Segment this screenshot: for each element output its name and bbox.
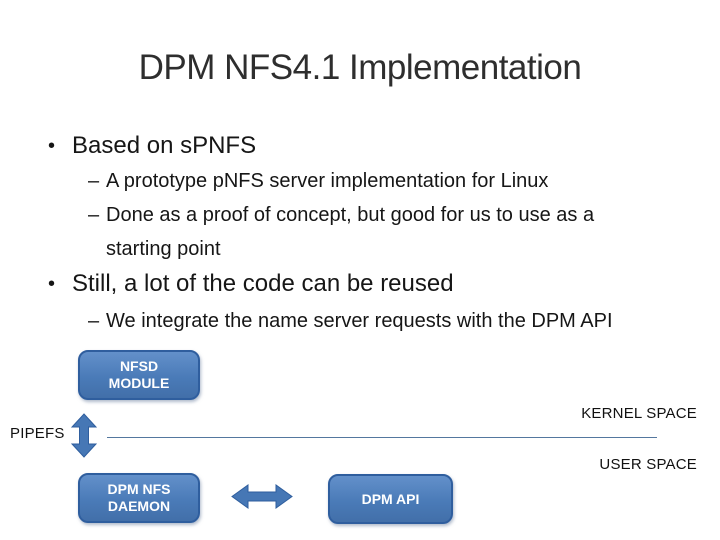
kernel-space-label: KERNEL SPACE (581, 405, 697, 422)
bullet-item: • Still, a lot of the code can be reused (48, 268, 454, 300)
bullet-text: Still, a lot of the code can be reused (72, 270, 454, 297)
dpm-nfs-daemon-label-line1: DPM NFS (107, 481, 171, 497)
vertical-double-arrow-icon (71, 413, 97, 458)
nfsd-module-label-line1: NFSD (119, 358, 159, 374)
user-space-label: USER SPACE (599, 456, 697, 473)
dpm-api-box: DPM API (328, 474, 453, 524)
dpm-nfs-daemon-label-line2: DAEMON (107, 498, 171, 514)
slide-title: DPM NFS4.1 Implementation (138, 48, 582, 87)
bullet-item: • Based on sPNFS (48, 130, 256, 162)
nfsd-module-box: NFSD MODULE (78, 350, 200, 400)
pipefs-label: PIPEFS (10, 425, 65, 442)
sub-bullet-item: – A prototype pNFS server implementation… (88, 164, 548, 198)
sub-bullet-item: – We integrate the name server requests … (88, 304, 613, 338)
sub-bullet-text: Done as a proof of concept, but good for… (106, 204, 595, 260)
bullet-marker: • (48, 135, 56, 157)
dpm-nfs-daemon-box: DPM NFS DAEMON (78, 473, 200, 523)
horizontal-double-arrow-icon (231, 484, 293, 509)
sub-bullet-marker: – (88, 170, 100, 192)
bullet-text: Based on sPNFS (72, 132, 257, 159)
sub-bullet-marker: – (88, 310, 100, 332)
kernel-user-divider-line (107, 437, 657, 438)
sub-bullet-text: A prototype pNFS server implementation f… (106, 170, 549, 192)
sub-bullet-item: – Done as a proof of concept, but good f… (88, 198, 651, 266)
nfsd-module-label-line2: MODULE (108, 375, 170, 391)
sub-bullet-text: We integrate the name server requests wi… (106, 310, 613, 332)
bullet-marker: • (48, 273, 56, 295)
sub-bullet-marker: – (88, 204, 100, 226)
dpm-api-label: DPM API (361, 490, 420, 507)
